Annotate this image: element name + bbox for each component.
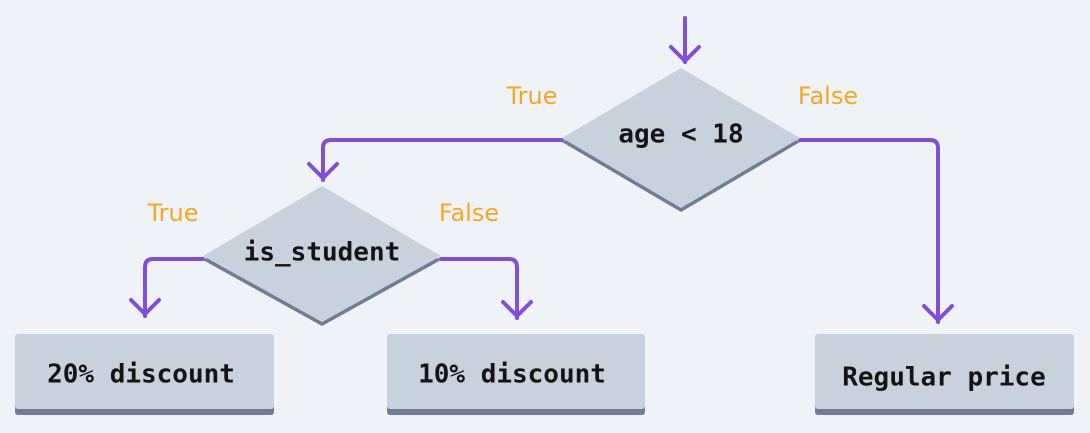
decision-age-check: age < 18 [562, 68, 800, 212]
age-true-arrow [307, 138, 564, 182]
decision-student-check: is_student [203, 186, 441, 326]
outcome-twenty-box [15, 334, 274, 409]
age-false-arrow [798, 138, 954, 324]
outcome-ten-text: 10% discount [418, 360, 606, 390]
connectors [129, 16, 954, 324]
branch-labels: True False True False [147, 82, 859, 227]
outcome-twenty-text: 20% discount [47, 360, 235, 390]
outcome-ten-box [387, 334, 645, 409]
outcome-regular: Regular price [815, 334, 1074, 415]
outcome-regular-box [815, 334, 1074, 409]
age-false-label: False [798, 82, 858, 110]
student-false-arrow [439, 257, 533, 320]
decision-age-text: age < 18 [618, 120, 743, 150]
student-false-label: False [439, 199, 499, 227]
decision-student-text: is_student [244, 238, 401, 268]
student-true-arrow [129, 257, 205, 318]
outcome-twenty-percent: 20% discount [15, 334, 274, 415]
student-true-label: True [147, 199, 199, 227]
entry-arrow [669, 16, 701, 64]
outcome-ten-percent: 10% discount [387, 334, 645, 415]
outcome-regular-text: Regular price [842, 363, 1046, 393]
age-true-label: True [506, 82, 558, 110]
decision-age-diamond [562, 68, 800, 208]
decision-student-diamond [203, 186, 441, 322]
